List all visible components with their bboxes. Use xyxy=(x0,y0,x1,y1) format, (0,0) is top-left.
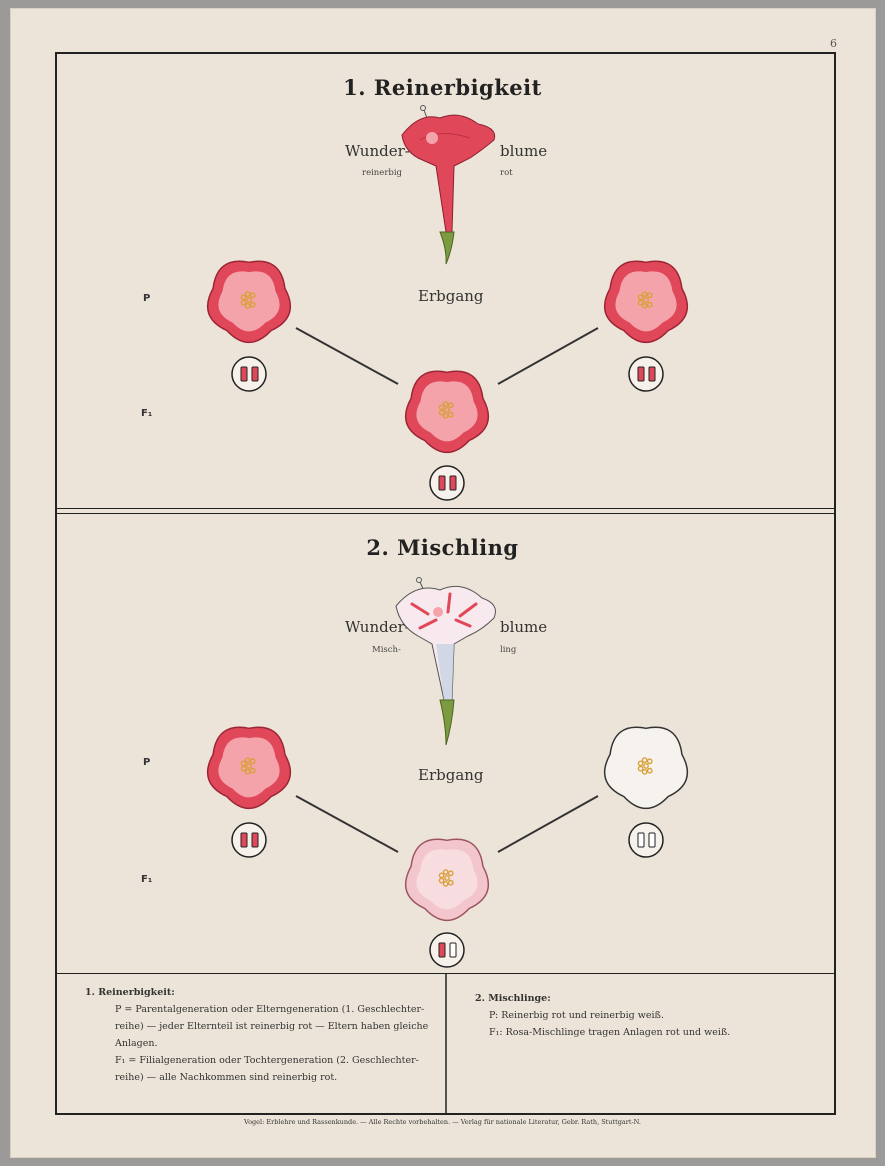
section1-p-left-bloom xyxy=(208,261,291,342)
legend-left-line4: F₁ = Filialgeneration oder Tochtergenera… xyxy=(85,1052,440,1069)
legend-panel: 1. Reinerbigkeit: P = Parentalgeneration… xyxy=(55,974,836,1115)
section2-line-left xyxy=(296,796,398,852)
section2-p-right-bloom xyxy=(605,727,688,808)
section1-line-right xyxy=(498,328,598,384)
section1-f1-bloom xyxy=(406,371,489,452)
legend-right-line1: P: Reinerbig rot und reinerbig weiß. xyxy=(475,1007,815,1024)
section2-p-left-genes xyxy=(232,823,266,857)
section1-line-left xyxy=(296,328,398,384)
section2-trumpet-flower xyxy=(396,578,496,746)
section2-p-left-bloom xyxy=(208,727,291,808)
section2-p-right-genes xyxy=(629,823,663,857)
legend-left-heading: 1. Reinerbigkeit: xyxy=(85,984,440,1001)
section2-f1-bloom xyxy=(406,839,489,920)
legend-left-line5: reihe) — alle Nachkommen sind reinerbig … xyxy=(85,1069,440,1086)
legend-left-line2: reihe) — jeder Elternteil ist reinerbig … xyxy=(85,1018,440,1035)
section1-f1-genes xyxy=(430,466,464,500)
section1-trumpet-flower xyxy=(402,106,495,265)
legend-right-line2: F₁: Rosa-Mischlinge tragen Anlagen rot u… xyxy=(475,1024,815,1041)
legend-right-heading: 2. Mischlinge: xyxy=(475,990,815,1007)
section1-p-left-genes xyxy=(232,357,266,391)
legend-left-line3: Anlagen. xyxy=(85,1035,440,1052)
footer-credit: Vogel: Erblehre und Rassenkunde. — Alle … xyxy=(0,1118,885,1126)
legend-right-column: 2. Mischlinge: P: Reinerbig rot und rein… xyxy=(475,990,815,1131)
section1-p-right-bloom xyxy=(605,261,688,342)
legend-left-line1: P = Parentalgeneration oder Elterngenera… xyxy=(85,1001,440,1018)
section2-f1-genes xyxy=(430,933,464,967)
legend-left-column: 1. Reinerbigkeit: P = Parentalgeneration… xyxy=(85,984,440,1125)
section2-line-right xyxy=(498,796,598,852)
section1-p-right-genes xyxy=(629,357,663,391)
